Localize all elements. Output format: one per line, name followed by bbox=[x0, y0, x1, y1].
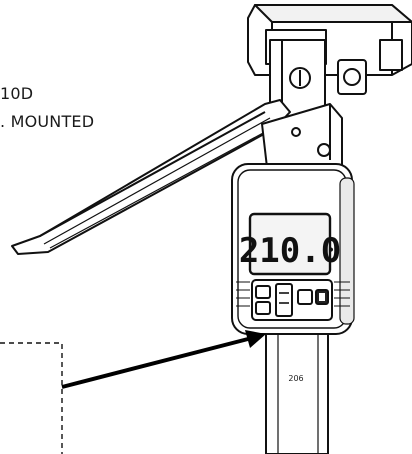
measuring-arm bbox=[11, 99, 291, 255]
button-icon bbox=[297, 289, 313, 305]
callout-box bbox=[0, 342, 63, 454]
scale-mark: 206 bbox=[288, 374, 303, 383]
lcd-screen bbox=[248, 212, 332, 276]
measuring-column bbox=[265, 333, 329, 454]
leader-arrow-icon bbox=[61, 330, 266, 389]
lcd-reading: 210.0 bbox=[239, 231, 341, 271]
button-icon bbox=[275, 283, 293, 317]
button-panel bbox=[251, 279, 333, 321]
mounting-label: . MOUNTED bbox=[0, 112, 95, 131]
button-icon bbox=[255, 285, 271, 299]
button-icon bbox=[255, 301, 271, 315]
model-label: 10D bbox=[0, 84, 34, 103]
